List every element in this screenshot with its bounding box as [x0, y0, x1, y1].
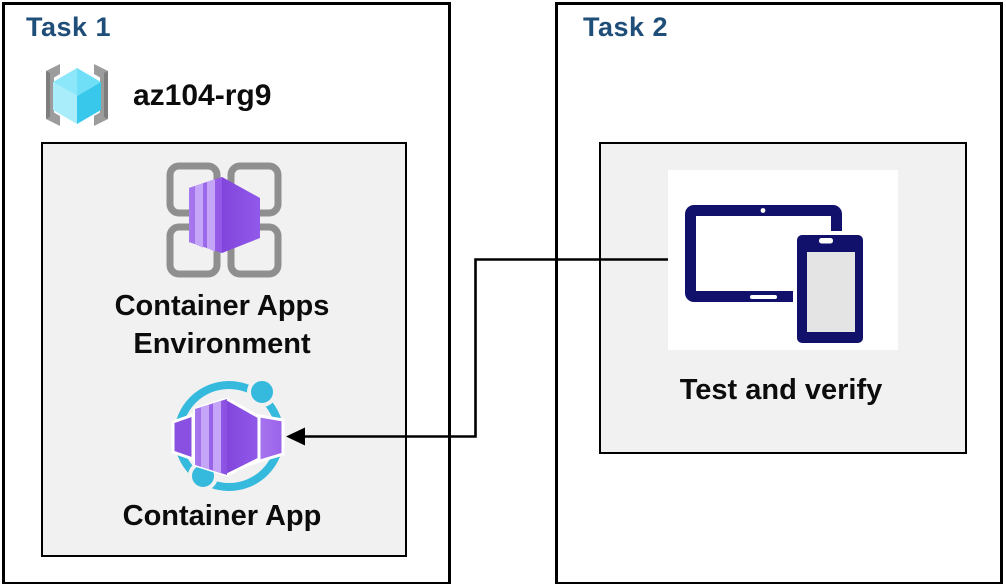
- main-container: [193, 397, 261, 477]
- container-apps-environment-icon: [166, 162, 282, 278]
- task1-title: Task 1: [26, 12, 112, 42]
- devices-icon-card: [668, 170, 898, 350]
- left-container: [171, 412, 195, 462]
- test-and-verify-label: Test and verify: [679, 374, 883, 406]
- container-app-icon: [171, 378, 285, 491]
- phone-icon: [793, 231, 867, 347]
- container-app-label: Container App: [122, 500, 322, 532]
- task2-title: Task 2: [583, 12, 669, 42]
- tablet-and-phone-icon: [685, 205, 867, 347]
- container-box: [189, 177, 260, 253]
- satellite-dot: [247, 378, 277, 407]
- container-apps-environment-label: Container Apps Environment: [114, 290, 330, 360]
- resource-group-cube: [53, 68, 101, 124]
- resource-group-icon: [46, 64, 108, 126]
- resource-group-name: az104-rg9: [133, 79, 272, 112]
